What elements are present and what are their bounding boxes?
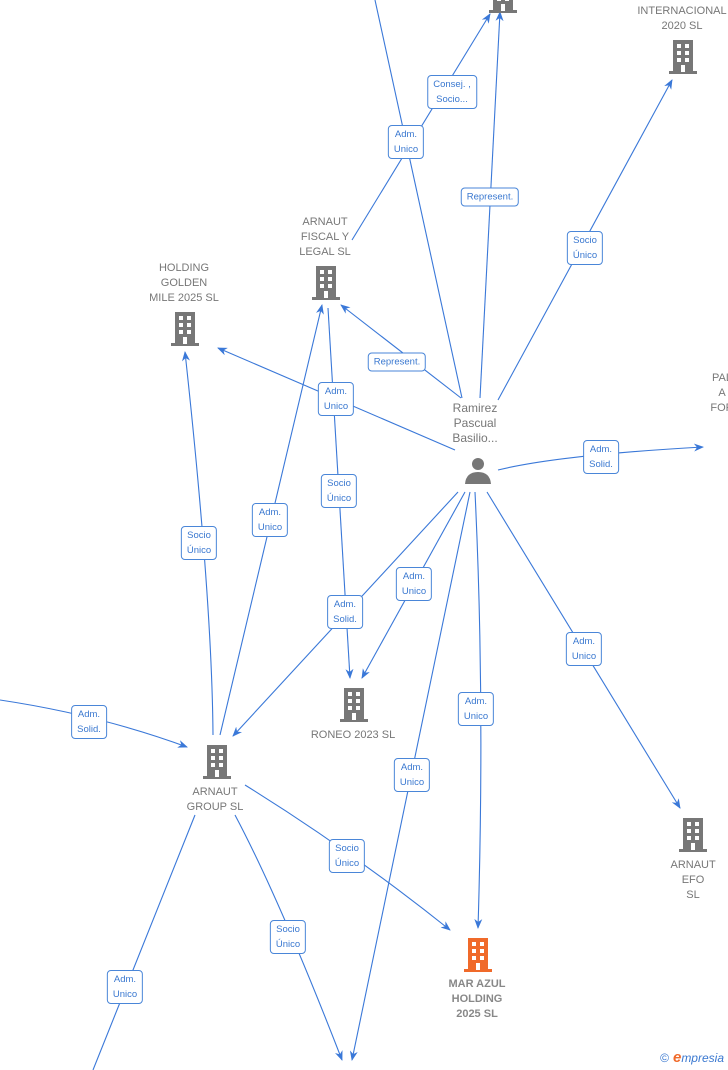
edge-label: Adm. Solid. [71,705,107,739]
footer-brand: ©empresia [660,1049,724,1066]
building-icon-highlighted[interactable] [463,938,493,972]
edge-label: Adm. Unico [251,503,289,537]
edge-label: Adm. Solid. [583,440,619,474]
node-label-arnaut-fiscal[interactable]: ARNAUT FISCAL Y LEGAL SL [299,216,351,258]
edge [374,0,463,399]
node-label-person[interactable]: Ramirez Pascual Basilio... [452,401,498,445]
edge-label: Adm. Unico [106,970,144,1004]
edge [92,814,196,1070]
node-label-pal[interactable]: PAL A FOR [710,372,728,414]
edge-label: Adm. Unico [317,382,355,416]
copyright-symbol: © [660,1051,669,1065]
building-icon[interactable] [488,0,518,13]
brand-logo-e: e [672,1049,682,1066]
edge-label: Socio Único [180,526,218,560]
edge-label: Socio Único [566,231,604,265]
edge-label: Adm. Unico [457,692,495,726]
edge-label: Socio Único [328,839,366,873]
node-label-roneo[interactable]: RONEO 2023 SL [310,729,396,741]
node-label-mar-azul[interactable]: MAR AZUL HOLDING 2025 SL [448,978,506,1020]
building-icon[interactable] [339,688,369,722]
brand-name: mpresia [681,1051,724,1065]
edge-label: Adm. Unico [395,567,433,601]
edge-label: Socio Único [269,920,307,954]
edge-label: Adm. Unico [565,632,603,666]
edge-label: Socio Único [320,474,358,508]
node-label-arnaut-efo[interactable]: ARNAUT EFO SL [670,859,716,901]
edge [234,814,343,1061]
node-label-internacional[interactable]: INTERNACIONAL 2020 SL [637,5,727,32]
edge [340,304,462,399]
building-icon[interactable] [668,40,698,74]
edge-label: Adm. Unico [393,758,431,792]
edge-label: Adm. Unico [387,125,425,159]
building-icon[interactable] [202,745,232,779]
node-label-arnaut-group[interactable]: ARNAUT GROUP SL [186,786,244,813]
edge-label: Represent. [460,187,520,207]
edge-label: Represent. [367,352,427,372]
building-icon[interactable] [678,818,708,852]
edge [181,351,214,736]
node-label-holding-golden[interactable]: HOLDING GOLDEN MILE 2025 SL [149,262,219,304]
person-icon[interactable] [463,455,493,485]
building-icon[interactable] [170,312,200,346]
edge-label: Consej. , Socio... [427,75,477,109]
building-icon[interactable] [311,266,341,300]
edge-label: Adm. Solid. [327,595,363,629]
edge [497,443,704,471]
